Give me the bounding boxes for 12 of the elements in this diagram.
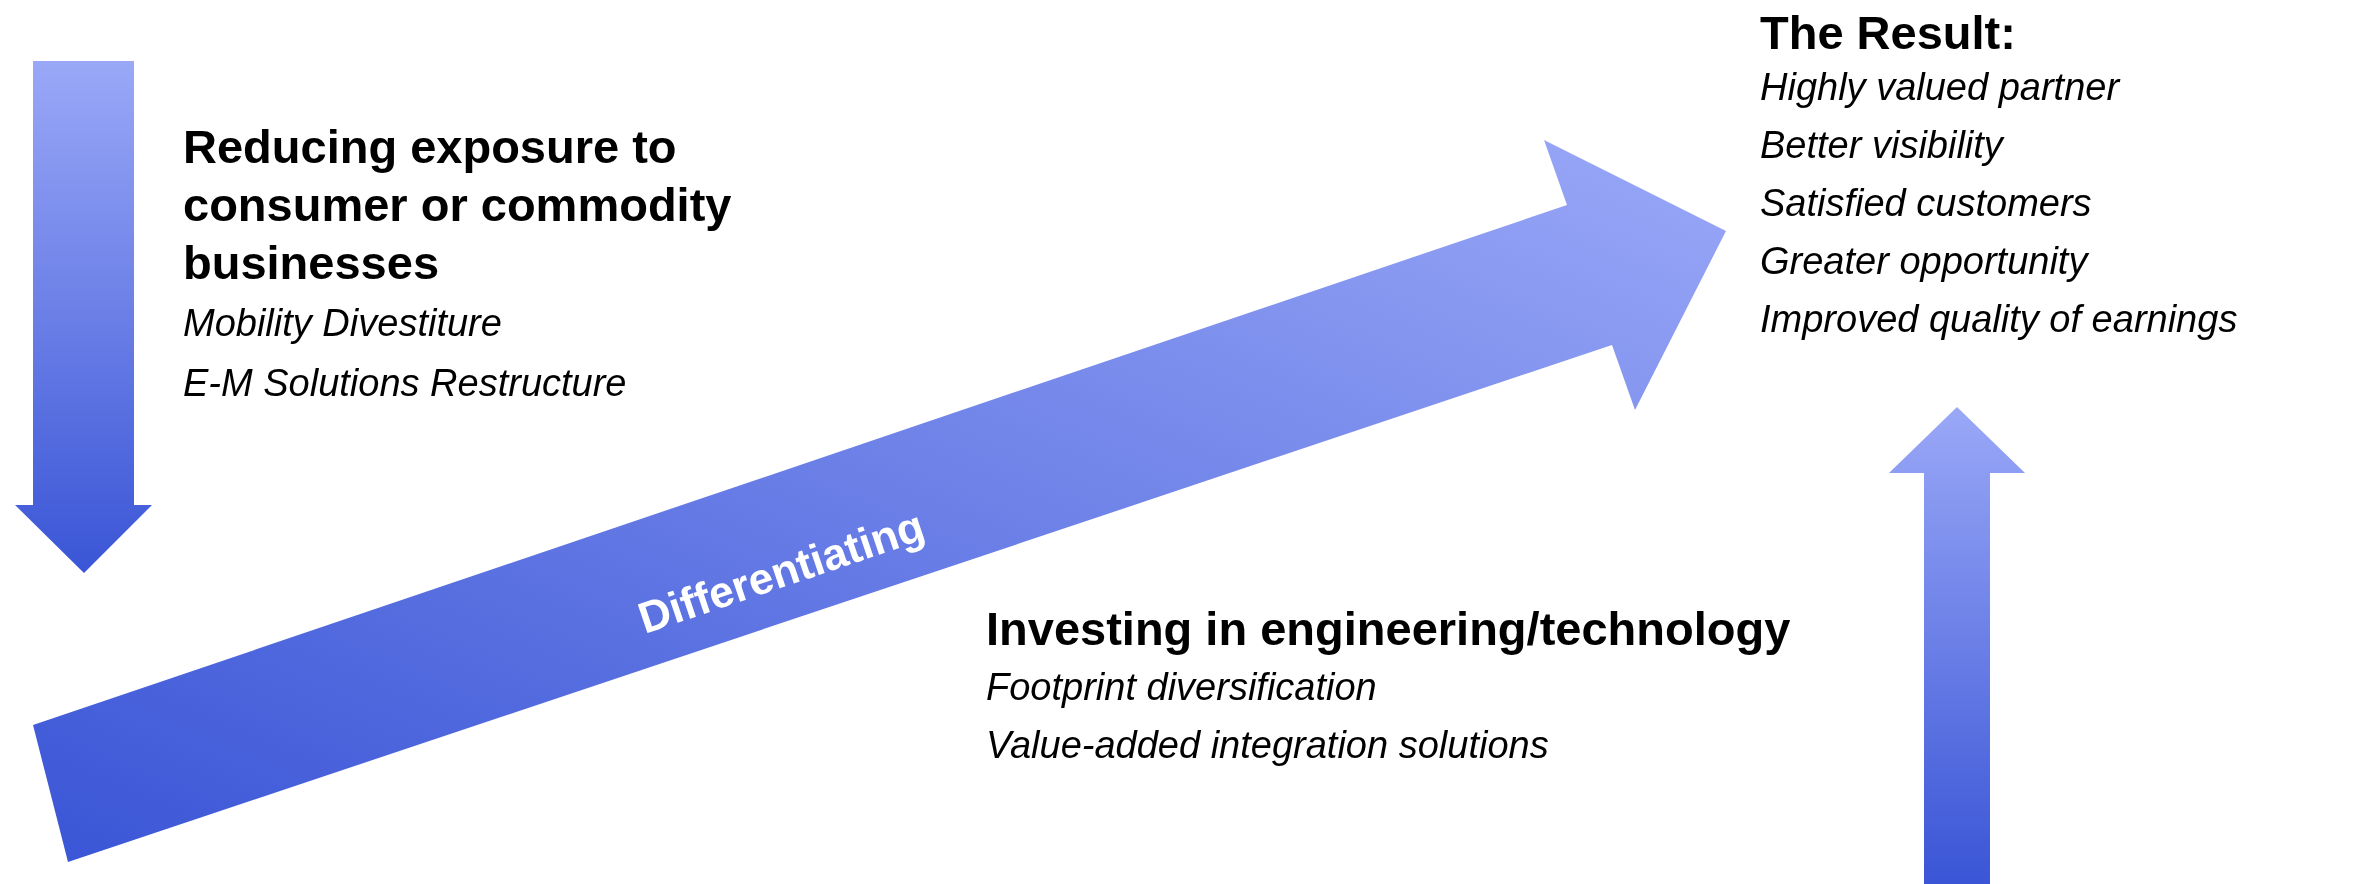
list-item: Satisfied customers <box>1760 181 2092 226</box>
list-item: Greater opportunity <box>1760 239 2088 284</box>
heading: Reducing exposure to consumer or commodity businesses <box>183 119 733 291</box>
list-item: Value-added integration solutions <box>986 723 1549 768</box>
list-item: Mobility Divestiture <box>183 301 502 346</box>
list-item: E-M Solutions Restructure <box>183 361 627 406</box>
list-item: Improved quality of earnings <box>1760 297 2238 342</box>
heading: Investing in engineering/technology <box>986 601 1791 657</box>
list-item: Better visibility <box>1760 123 2003 168</box>
list-item: Footprint diversification <box>986 665 1377 710</box>
heading: The Result: <box>1760 5 2016 61</box>
list-item: Highly valued partner <box>1760 65 2120 110</box>
